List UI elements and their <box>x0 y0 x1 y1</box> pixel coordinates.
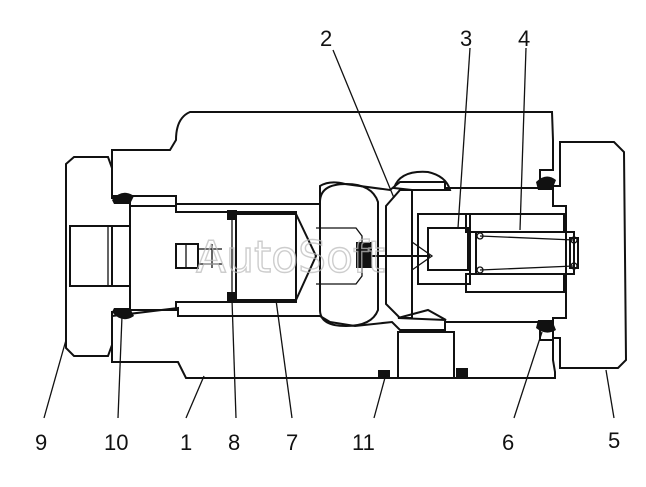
callout-4: 4 <box>518 26 530 51</box>
right-end-cap <box>552 141 628 369</box>
pilot-stem <box>175 243 222 269</box>
valve-ball <box>316 182 379 328</box>
callout-8: 8 <box>228 430 240 455</box>
callout-11: 11 <box>352 430 375 455</box>
end-cap-bore <box>69 225 113 287</box>
watermark: AutoSoft <box>196 232 385 283</box>
poppet <box>385 170 452 321</box>
callout-5: 5 <box>608 428 620 453</box>
internal-bore <box>129 205 297 311</box>
back-up-ring-10 <box>112 192 134 320</box>
spring-guide <box>417 213 471 285</box>
callout-7: 7 <box>286 430 298 455</box>
left-end-cap <box>65 156 131 357</box>
spring-retainer <box>465 213 575 293</box>
callout-3: 3 <box>460 26 472 51</box>
leader-lines <box>43 47 615 419</box>
callout-10: 10 <box>104 430 128 455</box>
callout-1: 1 <box>180 430 192 455</box>
seat-ring <box>235 213 318 301</box>
o-ring-6 <box>536 176 556 333</box>
callouts: 2 3 4 9 10 1 8 7 11 6 5 <box>35 26 620 455</box>
callout-2: 2 <box>320 26 332 51</box>
spring <box>476 232 579 274</box>
o-ring-8 <box>227 210 237 302</box>
callout-6: 6 <box>502 430 514 455</box>
callout-9: 9 <box>35 430 47 455</box>
outlet-port <box>378 331 468 379</box>
